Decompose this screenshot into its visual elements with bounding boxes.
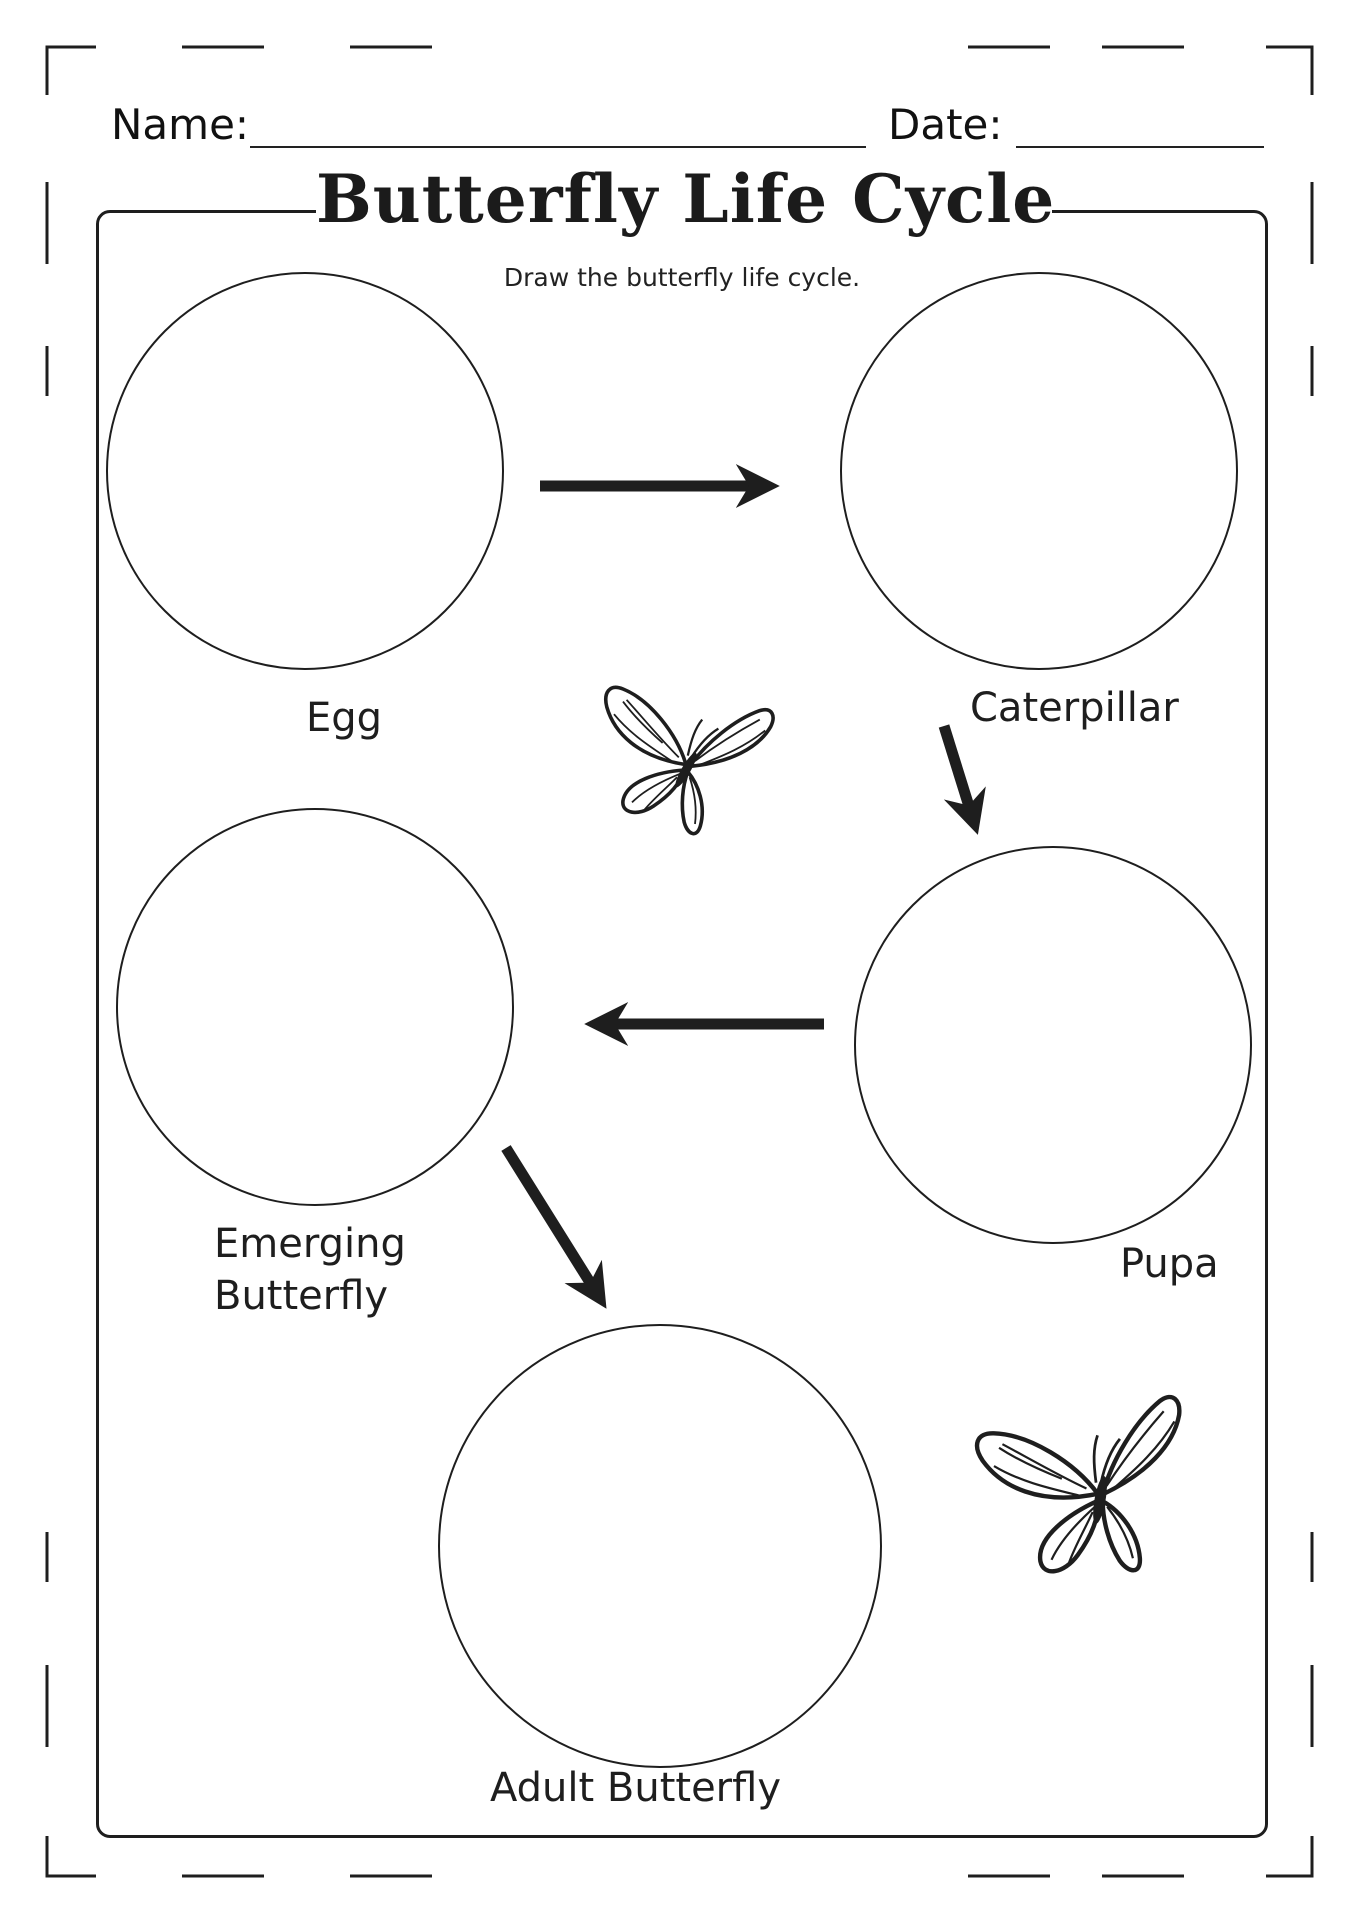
stage-label-emerging-butterfly: Emerging Butterfly [214, 1221, 406, 1319]
stage-label-egg: Egg [306, 695, 383, 741]
title-frame-gap [316, 198, 1052, 228]
worksheet-title: Butterfly Life Cycle [316, 160, 1056, 238]
emerging-butterfly-drawing-circle[interactable] [116, 808, 514, 1206]
date-field-line[interactable] [1016, 146, 1264, 148]
stage-label-adult-butterfly: Adult Butterfly [490, 1765, 781, 1811]
stage-label-pupa: Pupa [1120, 1241, 1219, 1287]
adult-butterfly-drawing-circle[interactable] [438, 1324, 882, 1768]
name-label: Name: [111, 100, 250, 149]
caterpillar-drawing-circle[interactable] [840, 272, 1238, 670]
pupa-drawing-circle[interactable] [854, 846, 1252, 1244]
instructions-text: Draw the butterfly life cycle. [503, 263, 861, 292]
stage-label-caterpillar: Caterpillar [970, 685, 1179, 731]
egg-drawing-circle[interactable] [106, 272, 504, 670]
date-label: Date: [888, 100, 1003, 149]
name-field-line[interactable] [250, 146, 866, 148]
